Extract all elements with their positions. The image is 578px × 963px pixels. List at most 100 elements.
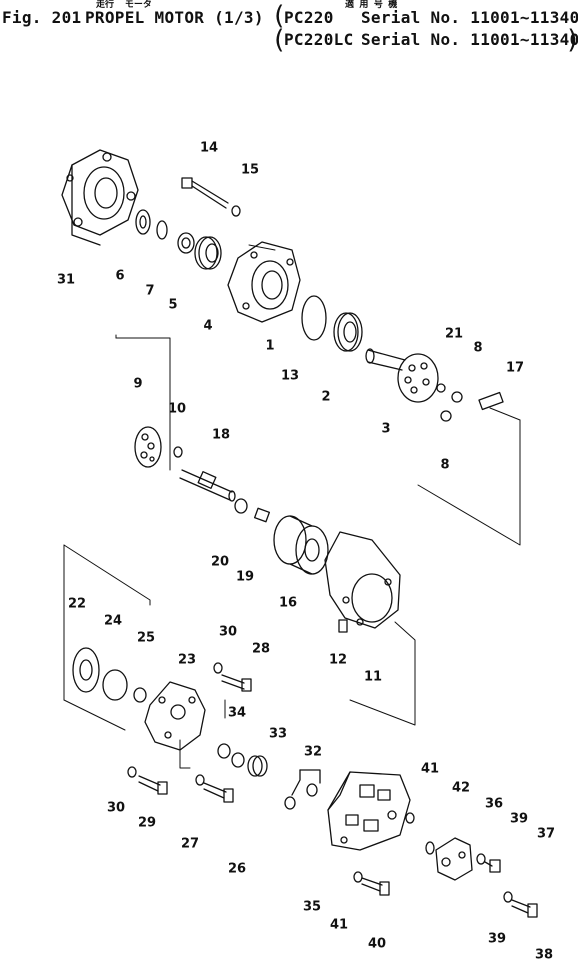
part-22-valve-plate — [72, 647, 100, 693]
part-12-plug — [338, 619, 348, 633]
callout-part-19: 19 — [235, 569, 255, 585]
callout-part-40: 40 — [367, 936, 387, 952]
callout-part-33: 33 — [268, 726, 288, 742]
part-20-spacer — [234, 498, 248, 514]
applicability-japanese: 適 用 号 機 — [345, 0, 398, 10]
callout-part-3: 3 — [381, 421, 391, 437]
part-40-bolt — [361, 877, 390, 896]
callout-part-13: 13 — [280, 368, 300, 384]
callout-part-11: 11 — [363, 669, 383, 685]
part-17-pin — [478, 391, 504, 411]
part-39-washer-upper — [476, 853, 486, 865]
part-36-valve — [435, 837, 473, 881]
callout-part-39-upper: 39 — [509, 811, 529, 827]
callout-part-34: 34 — [227, 705, 247, 721]
callout-part-5: 5 — [168, 297, 178, 313]
callout-part-41-lower: 41 — [329, 917, 349, 933]
serial-bracket-close: ) — [565, 27, 578, 53]
part-29-bolt — [138, 775, 168, 795]
callout-part-21: 21 — [444, 326, 464, 342]
part-41-ring-lower — [353, 871, 363, 883]
serial-range-2: Serial No. 11001~11340 — [361, 30, 578, 49]
callout-part-18: 18 — [211, 427, 231, 443]
part-26-bolt — [203, 782, 234, 803]
figure-number: Fig. 201 — [2, 8, 82, 27]
callout-part-38: 38 — [534, 947, 554, 963]
callout-part-10: 10 — [167, 401, 187, 417]
figure-title: PROPEL MOTOR (1/3) — [85, 8, 264, 27]
callout-part-29: 29 — [137, 815, 157, 831]
part-8-nut-lower — [440, 410, 452, 422]
callout-part-6: 6 — [115, 268, 125, 284]
part-10-screw — [173, 446, 183, 458]
serial-model-2: PC220LC — [284, 30, 354, 49]
part-21-ball — [436, 383, 446, 393]
part-34-o-rings — [217, 743, 245, 768]
callout-part-17: 17 — [505, 360, 525, 376]
callout-part-30-upper: 30 — [218, 624, 238, 640]
callout-part-1: 1 — [265, 338, 275, 354]
part-11-housing — [324, 531, 401, 629]
part-7-snap-ring — [156, 220, 168, 240]
callout-part-27: 27 — [180, 836, 200, 852]
part-19-spring — [254, 507, 270, 523]
callout-part-4: 4 — [203, 318, 213, 334]
part-6-bearing — [135, 209, 151, 235]
part-9-retainer-plate — [134, 426, 162, 468]
callout-part-39-lower: 39 — [487, 931, 507, 947]
part-35-valve-body — [327, 771, 411, 851]
serial-bracket-2: ( — [271, 25, 287, 55]
callout-part-25: 25 — [136, 630, 156, 646]
callout-part-30-lower: 30 — [106, 800, 126, 816]
callout-part-32: 32 — [303, 744, 323, 760]
callout-part-8-upper: 8 — [473, 340, 483, 356]
part-14-bolt — [181, 177, 229, 209]
callout-part-28: 28 — [251, 641, 271, 657]
callout-part-35: 35 — [302, 899, 322, 915]
part-23-cover — [144, 681, 206, 751]
part-42-o-ring — [425, 841, 435, 855]
callout-part-9: 9 — [133, 376, 143, 392]
part-15-washer — [231, 205, 241, 217]
part-3-shaft-cylinder — [365, 348, 439, 403]
part-39-washer-lower — [503, 891, 513, 903]
part-4-bearing — [194, 236, 222, 270]
part-27-washer — [195, 774, 205, 786]
title-japanese: 走行 モータ — [96, 0, 152, 10]
callout-part-12: 12 — [328, 652, 348, 668]
callout-part-42: 42 — [451, 780, 471, 796]
callout-part-8-lower: 8 — [440, 457, 450, 473]
part-1-motor-case — [227, 241, 301, 323]
callout-part-41-upper: 41 — [420, 761, 440, 777]
part-33-plug — [247, 755, 268, 777]
part-8-nut-upper — [451, 391, 463, 403]
part-18-shaft — [179, 469, 236, 502]
part-38-bolt — [511, 899, 538, 918]
callout-part-2: 2 — [321, 389, 331, 405]
leader-lines — [63, 244, 521, 769]
part-25-bushing — [133, 687, 147, 703]
serial-bracket-1: ( — [271, 1, 287, 31]
part-32-o-rings — [284, 769, 321, 810]
callout-part-24: 24 — [103, 613, 123, 629]
part-41-ring-upper — [405, 812, 415, 824]
part-2-bearing — [333, 312, 363, 352]
part-31-flange-housing — [61, 149, 139, 246]
part-5-seal — [177, 232, 195, 254]
part-30-washer-upper — [213, 662, 223, 674]
part-16-cylinder-block — [273, 515, 329, 575]
callout-part-31: 31 — [56, 272, 76, 288]
part-30-washer-lower — [127, 766, 137, 778]
callout-part-20: 20 — [210, 554, 230, 570]
serial-model-1: PC220 — [284, 8, 334, 27]
callout-part-7: 7 — [145, 283, 155, 299]
part-28-bolt — [221, 674, 252, 692]
callout-part-26: 26 — [227, 861, 247, 877]
part-37-bolt — [484, 859, 501, 873]
callout-part-15: 15 — [240, 162, 260, 178]
callout-part-37: 37 — [536, 826, 556, 842]
part-24-o-ring — [102, 669, 128, 701]
callout-part-36: 36 — [484, 796, 504, 812]
serial-range-1: Serial No. 11001~11340 — [361, 8, 578, 27]
